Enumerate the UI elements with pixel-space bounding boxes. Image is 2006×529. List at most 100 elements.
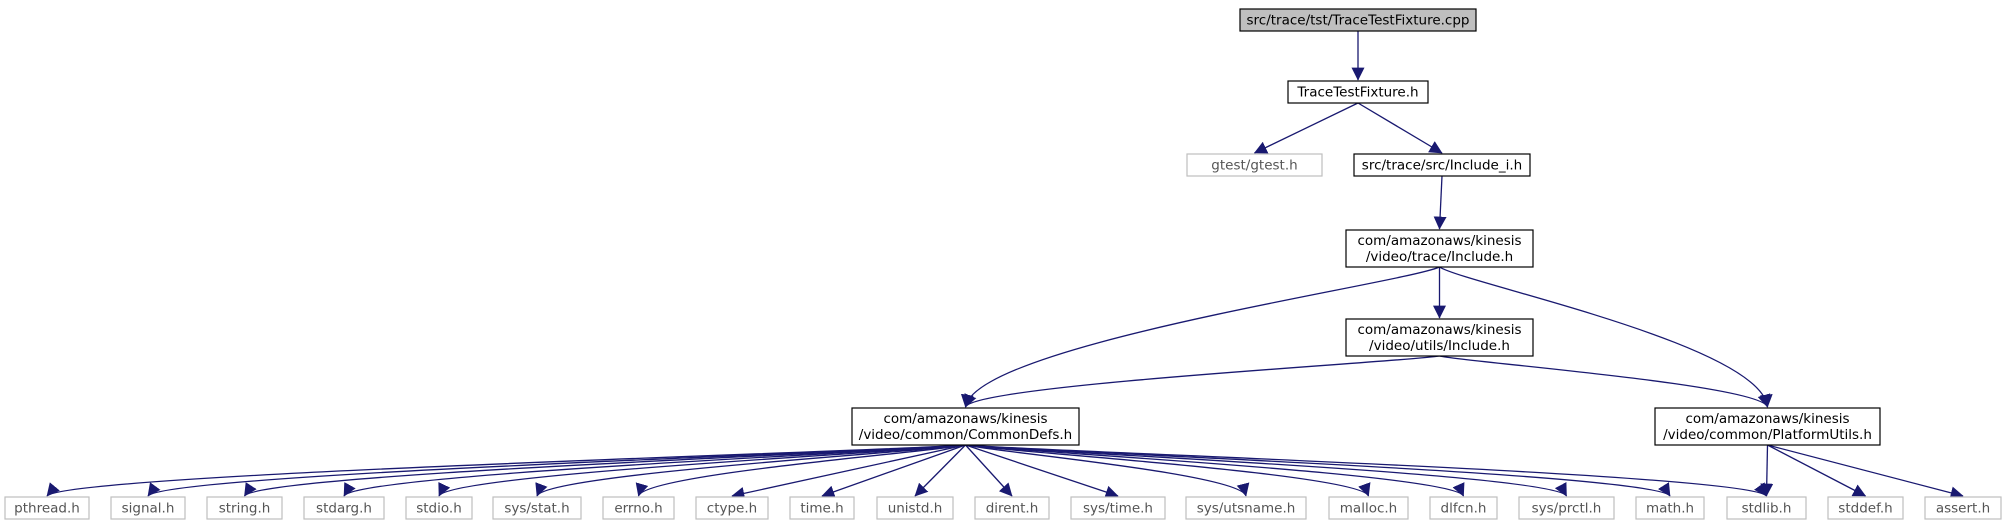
- node-box: [602, 496, 675, 520]
- node-label: /video/common/PlatformUtils.h: [1663, 427, 1872, 443]
- node-sys_time: sys/time.h: [1070, 496, 1166, 520]
- node-dirent: dirent.h: [974, 496, 1050, 520]
- node-signal: signal.h: [110, 496, 186, 520]
- node-label: sys/utsname.h: [1197, 501, 1296, 517]
- node-label: /video/common/CommonDefs.h: [859, 427, 1072, 443]
- node-string: string.h: [206, 496, 283, 520]
- node-label: assert.h: [1936, 501, 1990, 517]
- node-label: com/amazonaws/kinesis: [1357, 233, 1521, 249]
- node-label: string.h: [219, 501, 271, 517]
- node-trace_include[interactable]: com/amazonaws/kinesis/video/trace/Includ…: [1345, 229, 1534, 268]
- node-stdarg: stdarg.h: [303, 496, 385, 520]
- node-sys_utsname: sys/utsname.h: [1185, 496, 1307, 520]
- edge-commondefs-to-unistd: [914, 444, 966, 497]
- edge-commondefs-to-sys_stat: [535, 444, 966, 497]
- node-platformutils[interactable]: com/amazonaws/kinesis/video/common/Platf…: [1654, 407, 1881, 446]
- node-label: stdlib.h: [1742, 501, 1792, 517]
- node-label: signal.h: [122, 501, 175, 517]
- edge-commondefs-to-sys_time: [965, 444, 1119, 499]
- edge-fixture_h-to-include_i: [1357, 102, 1443, 154]
- edge-platformutils-to-assert: [1767, 444, 1964, 500]
- node-box: [695, 496, 769, 520]
- node-box: [1654, 407, 1881, 446]
- node-label: dlfcn.h: [1441, 501, 1487, 517]
- node-fixture_h[interactable]: TraceTestFixture.h: [1287, 80, 1429, 104]
- edge-commondefs-to-time: [821, 444, 966, 498]
- node-label: pthread.h: [14, 501, 80, 517]
- node-label: com/amazonaws/kinesis: [883, 411, 1047, 427]
- node-box: [1726, 496, 1807, 520]
- node-stdlib: stdlib.h: [1726, 496, 1807, 520]
- node-label: gtest/gtest.h: [1211, 158, 1297, 174]
- node-stddef: stddef.h: [1827, 496, 1904, 520]
- node-box: [789, 496, 855, 520]
- node-box: [303, 496, 385, 520]
- node-box: [1518, 496, 1615, 520]
- node-assert: assert.h: [1924, 496, 2002, 520]
- edge-include_i-to-trace_include: [1433, 175, 1447, 230]
- edge-commondefs-to-sys_utsname: [965, 444, 1250, 497]
- node-label: stdarg.h: [316, 501, 372, 517]
- edge-commondefs-to-dirent: [965, 444, 1013, 497]
- node-box: [1345, 229, 1534, 268]
- node-unistd: unistd.h: [876, 496, 954, 520]
- node-commondefs[interactable]: com/amazonaws/kinesis/video/common/Commo…: [851, 407, 1080, 446]
- node-label: time.h: [800, 501, 843, 517]
- node-box: [4, 496, 90, 520]
- node-layer: src/trace/tst/TraceTestFixture.cppTraceT…: [4, 8, 2002, 520]
- node-label: TraceTestFixture.h: [1296, 85, 1418, 101]
- node-box: [1429, 496, 1498, 520]
- node-box: [876, 496, 954, 520]
- node-box: [206, 496, 283, 520]
- node-box: [1635, 496, 1705, 520]
- node-utils_include[interactable]: com/amazonaws/kinesis/video/utils/Includ…: [1345, 318, 1534, 357]
- node-label: errno.h: [614, 501, 662, 517]
- node-box: [405, 496, 473, 520]
- node-box: [1186, 153, 1323, 177]
- node-label: com/amazonaws/kinesis: [1685, 411, 1849, 427]
- node-label: /video/utils/Include.h: [1369, 338, 1510, 354]
- node-include_i[interactable]: src/trace/src/Include_i.h: [1353, 153, 1531, 177]
- node-label: stdio.h: [416, 501, 462, 517]
- node-label: /video/trace/Include.h: [1366, 249, 1513, 265]
- node-malloc: malloc.h: [1328, 496, 1409, 520]
- node-sys_prctl: sys/prctl.h: [1518, 496, 1615, 520]
- node-label: stddef.h: [1838, 501, 1892, 517]
- node-label: src/trace/tst/TraceTestFixture.cpp: [1246, 13, 1469, 29]
- node-errno: errno.h: [602, 496, 675, 520]
- node-label: dirent.h: [986, 501, 1039, 517]
- node-root[interactable]: src/trace/tst/TraceTestFixture.cpp: [1239, 8, 1477, 32]
- node-box: [1353, 153, 1531, 177]
- edge-platformutils-to-stddef: [1767, 444, 1867, 497]
- edge-utils_include-to-commondefs: [964, 355, 1440, 408]
- edge-commondefs-to-errno: [635, 444, 966, 497]
- node-gtest: gtest/gtest.h: [1186, 153, 1323, 177]
- node-box: [1924, 496, 2002, 520]
- node-label: unistd.h: [888, 501, 943, 517]
- node-box: [110, 496, 186, 520]
- node-pthread: pthread.h: [4, 496, 90, 520]
- edge-commondefs-to-stdlib: [965, 444, 1768, 497]
- edge-utils_include-to-platformutils: [1439, 355, 1771, 408]
- node-box: [1345, 318, 1534, 357]
- node-box: [492, 496, 582, 520]
- edge-commondefs-to-ctype: [731, 444, 966, 500]
- node-box: [851, 407, 1080, 446]
- node-sys_stat: sys/stat.h: [492, 496, 582, 520]
- node-box: [1070, 496, 1166, 520]
- node-label: sys/time.h: [1083, 501, 1153, 517]
- node-dlfcn: dlfcn.h: [1429, 496, 1498, 520]
- node-label: malloc.h: [1340, 501, 1397, 517]
- edge-layer: [46, 31, 1964, 500]
- edge-fixture_h-to-gtest: [1253, 102, 1359, 154]
- edge-commondefs-to-malloc: [965, 444, 1371, 497]
- node-box: [1328, 496, 1409, 520]
- node-box: [1287, 80, 1429, 104]
- node-label: math.h: [1646, 501, 1694, 517]
- node-stdio: stdio.h: [405, 496, 473, 520]
- node-label: com/amazonaws/kinesis: [1357, 322, 1521, 338]
- node-box: [1239, 8, 1477, 32]
- node-label: sys/stat.h: [504, 501, 569, 517]
- node-label: ctype.h: [707, 501, 757, 517]
